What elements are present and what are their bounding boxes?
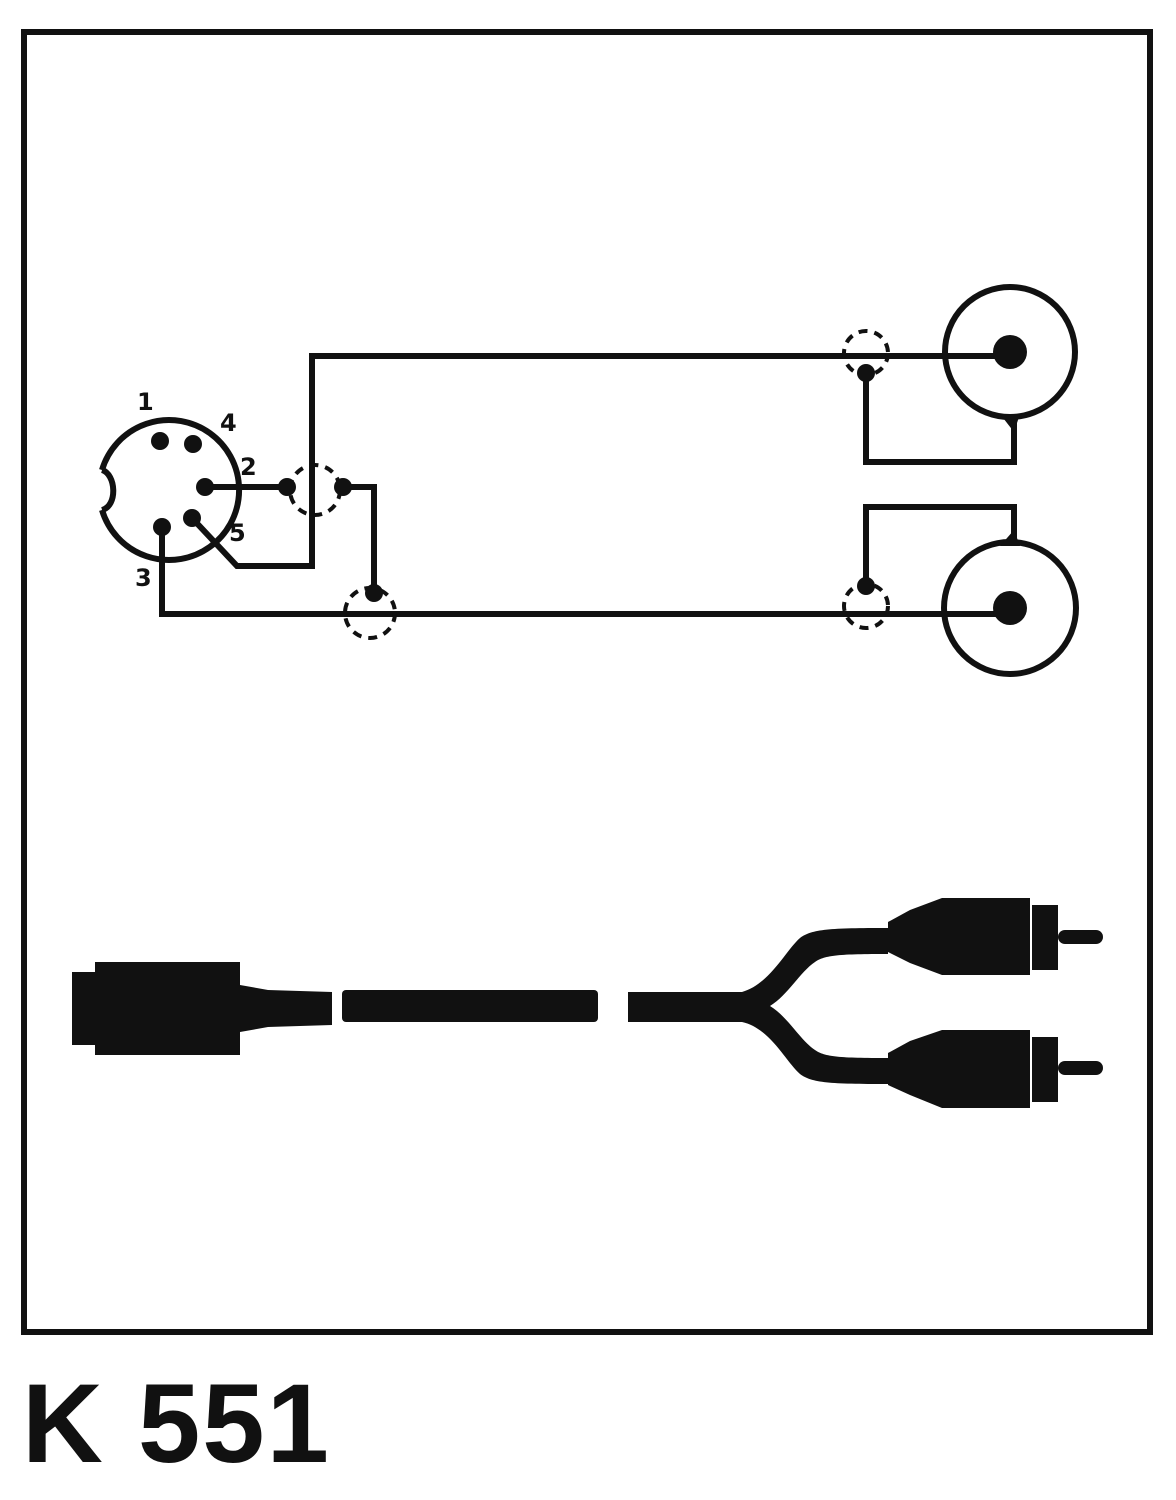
rca-plug-upper-icon — [888, 898, 1103, 975]
wire-shield-a-to-shield-b — [340, 484, 377, 593]
pin-label-5: 5 — [229, 519, 246, 547]
junction-dot — [365, 584, 383, 602]
wire-upper-shield-return — [863, 369, 1017, 465]
junction-dot — [857, 364, 875, 382]
rca-socket-upper — [942, 284, 1078, 432]
cable-illustration — [72, 898, 1103, 1108]
pin-label-1: 1 — [137, 388, 154, 416]
din-pin-1 — [151, 432, 169, 450]
pin-label-3: 3 — [135, 564, 152, 592]
wire-lower-shield-return — [863, 504, 1017, 591]
wiring-schematic: 1 4 2 5 3 — [99, 284, 1079, 677]
junction-dot — [334, 478, 352, 496]
cable-segment-left — [342, 990, 598, 1022]
pin-label-2: 2 — [240, 453, 257, 481]
model-number-label: K 551 — [22, 1361, 331, 1486]
diagram-frame — [21, 29, 1153, 1335]
cable-y-splitter — [628, 928, 888, 1084]
pin-label-4: 4 — [220, 409, 237, 437]
wire-pin5-to-upper-signal — [187, 353, 1013, 569]
junction-dot — [278, 478, 296, 496]
rca-plug-lower-icon — [888, 1030, 1103, 1108]
din-plug-icon — [72, 962, 332, 1055]
rca-socket-lower — [941, 530, 1079, 677]
junction-dot — [857, 577, 875, 595]
din-pin-4 — [184, 435, 202, 453]
wire-pin3-to-lower-signal — [159, 524, 1013, 617]
